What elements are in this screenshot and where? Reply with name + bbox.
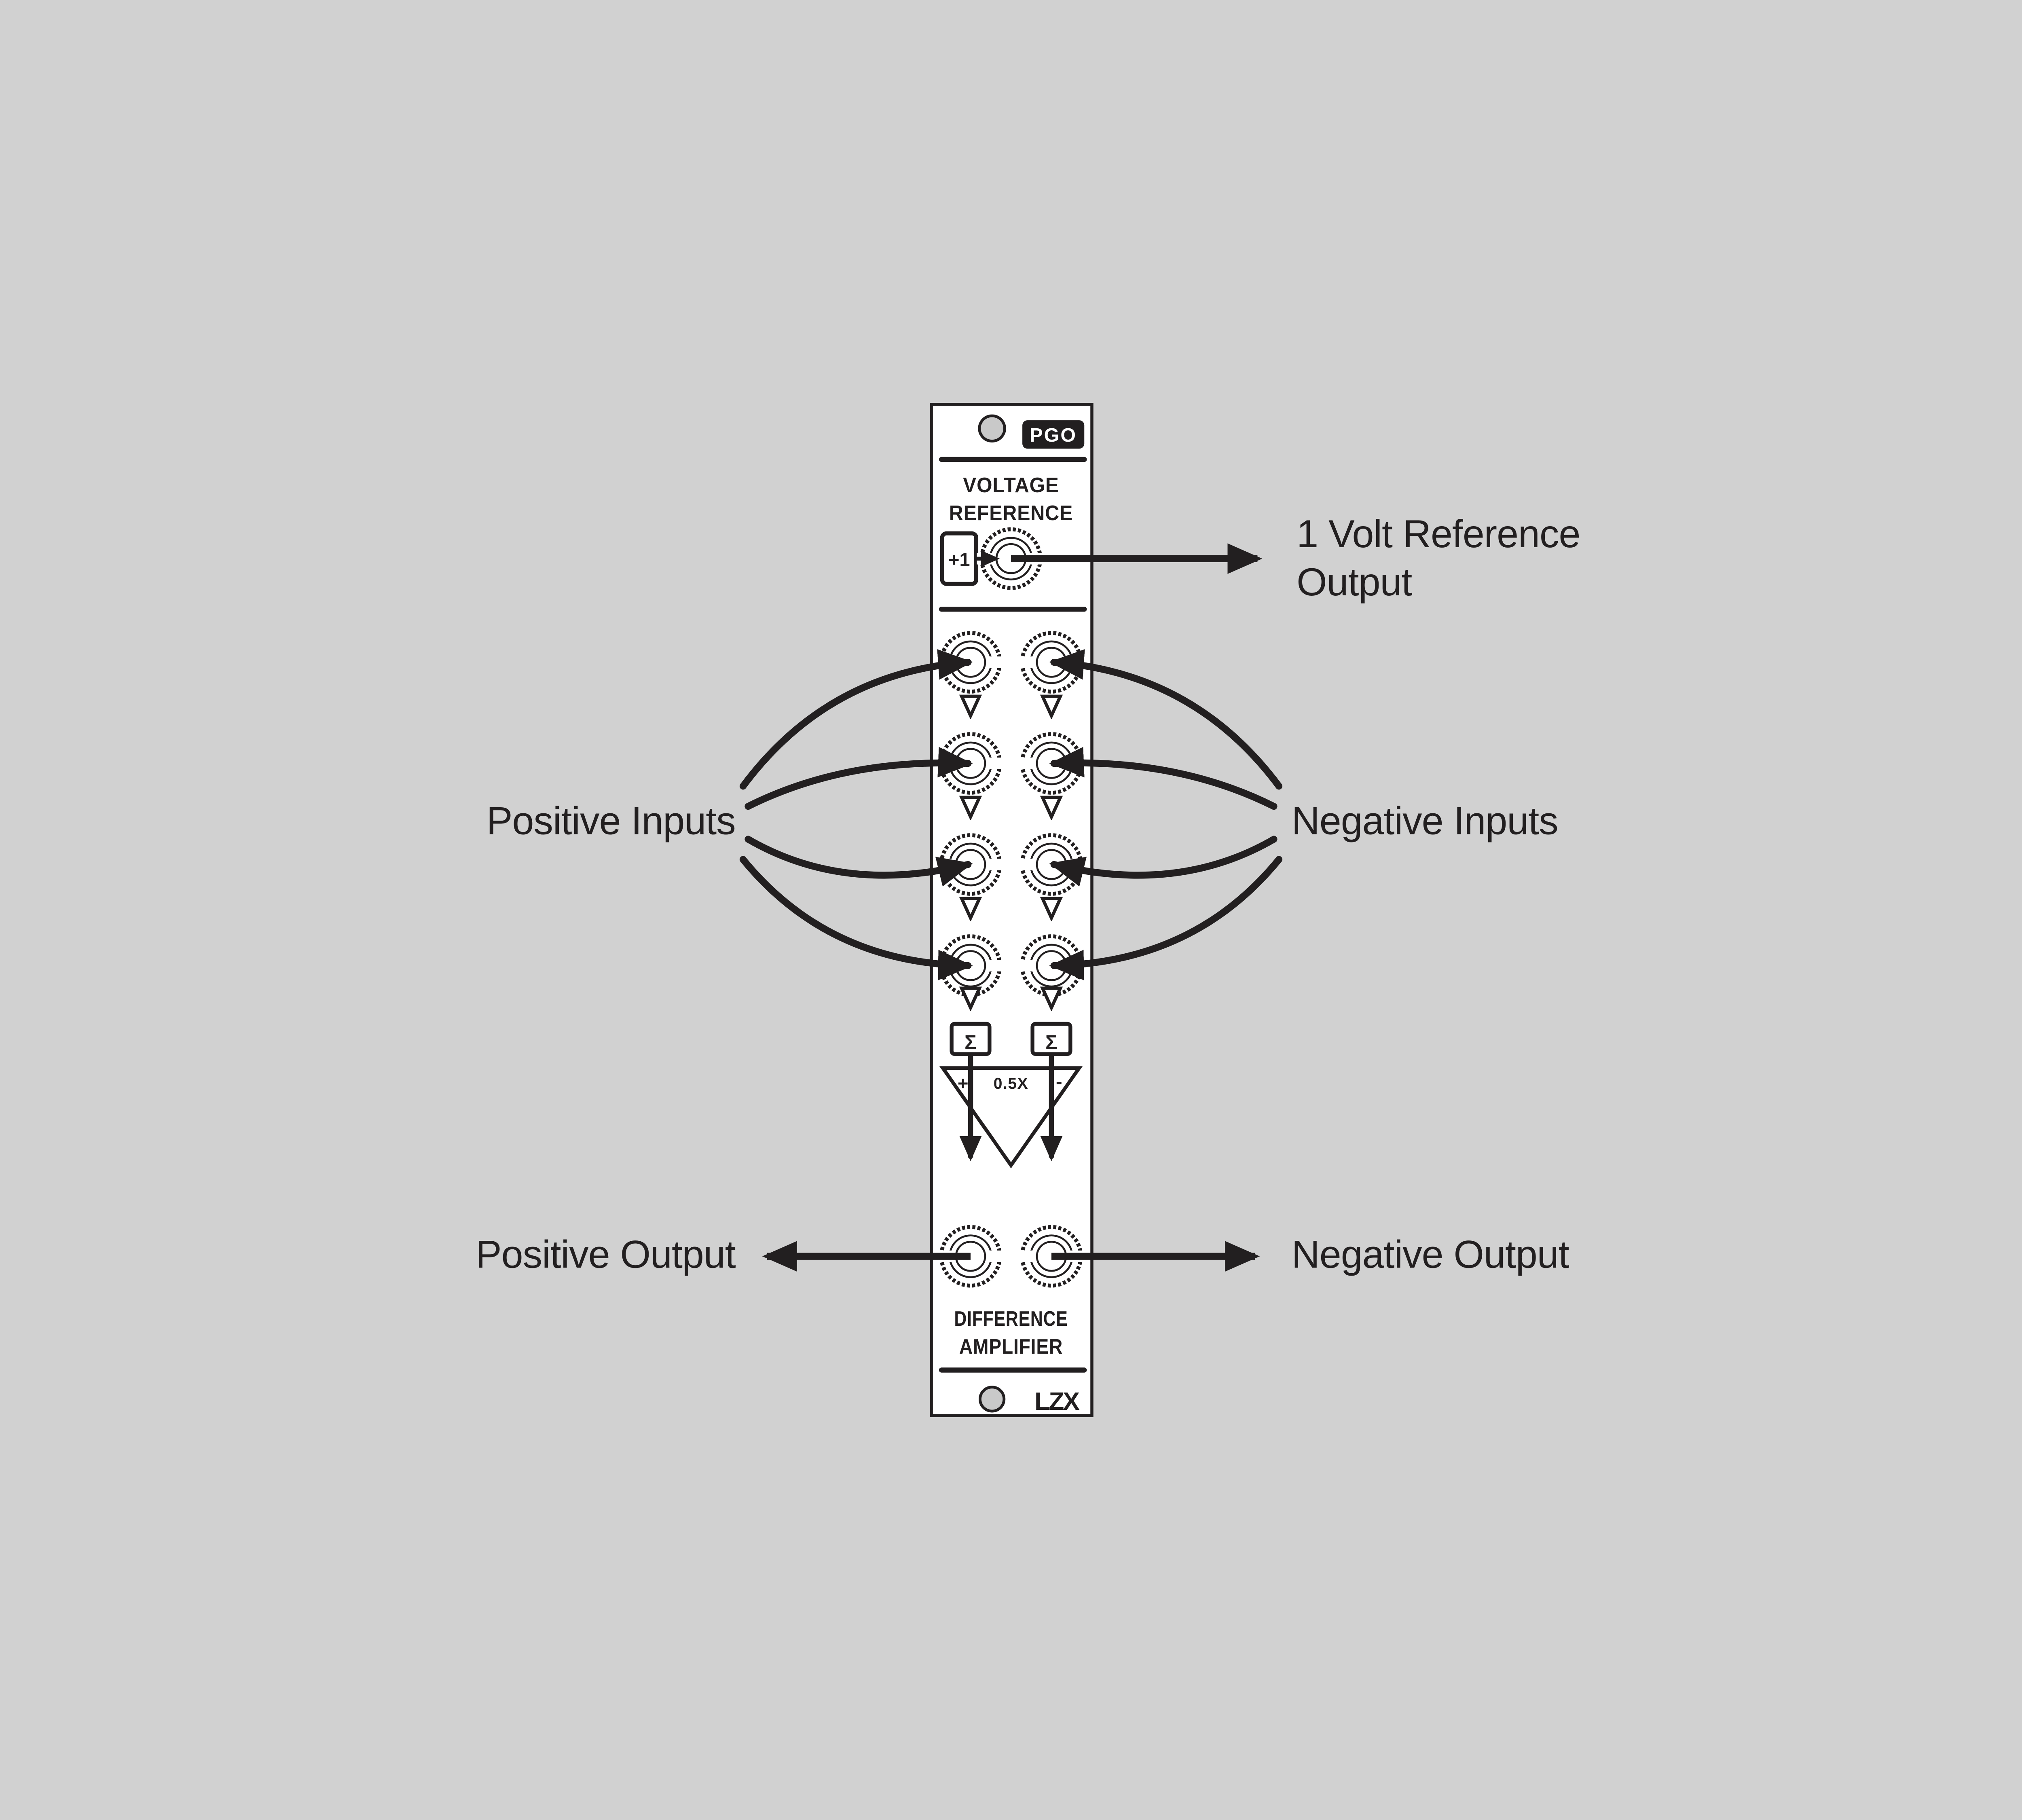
difference-title-line1: DIFFERENCE (954, 1307, 1068, 1330)
annotation-labels: 1 Volt Reference Output Positive Inputs … (476, 512, 1580, 1276)
positive-input-arrow-2 (745, 747, 973, 810)
reference-source-box: +1 (940, 531, 979, 586)
positive-inputs-label: Positive Inputs (486, 799, 736, 843)
opamp-triangle-icon (939, 1066, 1083, 1168)
reference-source-label: +1 (948, 549, 970, 570)
positive-input-arrow-1 (739, 649, 973, 790)
sum-symbol-right: Σ (1045, 1031, 1058, 1054)
amp-minus-label: - (1056, 1071, 1062, 1092)
signal-flow-arrows (971, 696, 1051, 1006)
voltage-title-line2: REFERENCE (949, 501, 1073, 525)
positive-input-arrow-3 (745, 836, 973, 887)
reference-output-label-line2: Output (1297, 560, 1412, 604)
negative-input-arrow-4 (1049, 856, 1283, 980)
reference-output-label-line1: 1 Volt Reference (1297, 512, 1580, 556)
model-badge: PGO (1022, 420, 1085, 449)
negative-input-arrow-3 (1049, 836, 1277, 887)
model-badge-label: PGO (1030, 424, 1077, 446)
screw-bottom-icon (979, 1386, 1006, 1413)
negative-output-label: Negative Output (1292, 1232, 1569, 1276)
negative-input-arrow-1 (1049, 649, 1283, 790)
model-badge-plate (1022, 420, 1085, 449)
lzx-logo: LZX (1034, 1387, 1080, 1416)
difference-amp: + 0.5X - (939, 1054, 1083, 1168)
positive-output-label: Positive Output (476, 1232, 736, 1276)
annotation-arrows (739, 543, 1283, 1272)
difference-title-line2: AMPLIFIER (959, 1335, 1063, 1358)
sum-symbol-left: Σ (964, 1031, 977, 1054)
negative-inputs-label: Negative Inputs (1292, 799, 1558, 843)
amp-gain-label: 0.5X (994, 1075, 1029, 1092)
amp-plus-label: + (958, 1073, 968, 1094)
negative-input-arrow-2 (1049, 747, 1277, 810)
voltage-title-line1: VOLTAGE (963, 473, 1059, 497)
front-panel: PGO VOLTAGE REFERENCE +1 (930, 403, 1093, 1417)
positive-input-arrow-4 (739, 856, 973, 980)
screw-top-icon (978, 414, 1006, 443)
